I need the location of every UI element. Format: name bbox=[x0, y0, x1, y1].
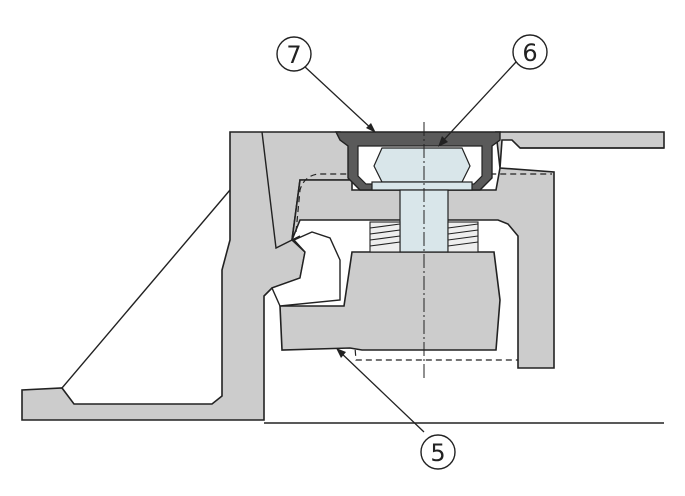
callout-5: 5 bbox=[420, 434, 456, 470]
leader-7-arrow bbox=[366, 123, 376, 133]
right-housing bbox=[291, 131, 665, 369]
leader-6-arrow bbox=[438, 136, 448, 147]
leader-5 bbox=[337, 349, 425, 433]
callout-7: 7 bbox=[276, 36, 312, 72]
clamp-hook bbox=[271, 231, 341, 307]
bolt-head bbox=[373, 147, 471, 183]
callout-6: 6 bbox=[512, 34, 548, 70]
spring-left bbox=[369, 221, 401, 253]
hidden-outline-lower bbox=[351, 309, 518, 361]
clamp-foot bbox=[279, 251, 501, 351]
callout-5-label: 5 bbox=[430, 439, 445, 467]
callout-7-label: 7 bbox=[286, 41, 301, 69]
leader-6 bbox=[439, 61, 517, 145]
base-rib-line bbox=[61, 189, 231, 389]
washer bbox=[371, 181, 473, 191]
hidden-outline bbox=[295, 173, 552, 233]
spring-right bbox=[447, 221, 479, 253]
callout-6-label: 6 bbox=[522, 39, 537, 67]
leader-7 bbox=[303, 65, 375, 132]
leader-5-arrow bbox=[336, 348, 346, 358]
